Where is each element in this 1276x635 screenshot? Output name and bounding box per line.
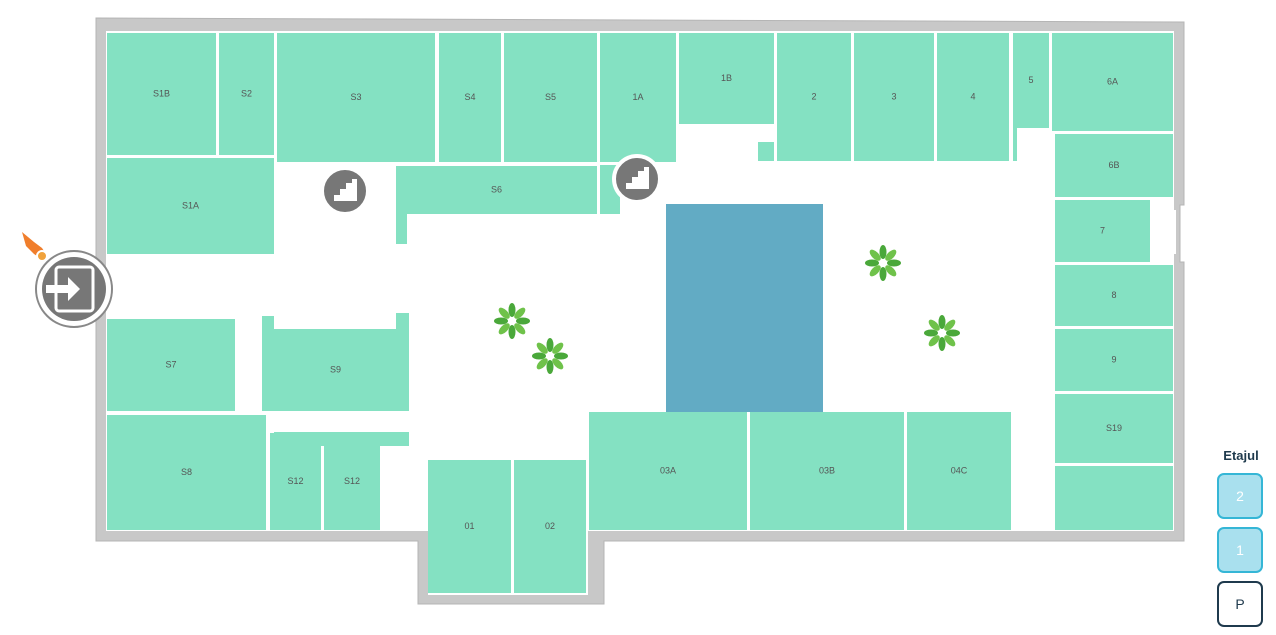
unit-6b[interactable]: 6B: [1055, 134, 1173, 197]
stairs-icon[interactable]: [320, 166, 370, 216]
unit-extra: [1055, 466, 1173, 530]
unit-label: S4: [464, 92, 475, 102]
unit-label: S6: [491, 184, 502, 194]
unit-6a[interactable]: 6A: [1052, 33, 1173, 131]
floor-button-p[interactable]: P: [1217, 581, 1263, 627]
floor-button-2[interactable]: 2: [1217, 473, 1263, 519]
unit-label: 3: [891, 91, 896, 101]
atrium: [666, 204, 823, 412]
unit-label: S3: [350, 92, 361, 102]
unit-label: 5: [1028, 75, 1033, 85]
unit-s1b[interactable]: S1B: [107, 33, 216, 155]
unit-label: 6A: [1107, 76, 1118, 86]
unit-s3[interactable]: S3: [277, 33, 435, 162]
unit-label: S5: [545, 92, 556, 102]
unit-label: 1A: [632, 92, 643, 102]
plant-icon: [494, 303, 530, 339]
unit-label: S1A: [182, 200, 199, 210]
unit-label: 9: [1111, 354, 1116, 364]
unit-s5[interactable]: S5: [504, 33, 597, 162]
unit-extra: [758, 142, 774, 161]
plant-icon: [865, 245, 901, 281]
unit-5[interactable]: 5: [1013, 33, 1049, 128]
unit-label: S12: [344, 476, 360, 486]
unit-label: S7: [165, 359, 176, 369]
unit-label: S9: [330, 364, 341, 374]
unit-label: S12: [287, 476, 303, 486]
unit-1b[interactable]: 1B: [679, 33, 774, 124]
unit-04c[interactable]: 04C: [907, 412, 1011, 530]
plant-icon: [924, 315, 960, 351]
location-pin-icon: [22, 232, 48, 262]
unit-s9[interactable]: S9: [262, 329, 409, 411]
unit-03b[interactable]: 03B: [750, 412, 904, 530]
unit-label: 4: [970, 91, 975, 101]
unit-label: 02: [545, 521, 555, 531]
unit-extra: [262, 316, 274, 411]
unit-8[interactable]: 8: [1055, 265, 1173, 326]
unit-label: 04C: [951, 465, 968, 475]
unit-s19[interactable]: S19: [1055, 394, 1173, 463]
unit-7[interactable]: 7: [1055, 200, 1150, 262]
floor-selector-title: Etajul: [1223, 448, 1259, 463]
unit-label: 03A: [660, 465, 676, 475]
unit-3[interactable]: 3: [854, 33, 934, 161]
unit-label: 01: [464, 521, 474, 531]
unit-s1a[interactable]: S1A: [107, 158, 274, 254]
unit-extra: [274, 432, 409, 446]
unit-s7[interactable]: S7: [107, 319, 235, 411]
unit-2[interactable]: 2: [777, 33, 851, 161]
entrance-icon[interactable]: [35, 250, 113, 328]
unit-s12[interactable]: S12: [270, 433, 321, 530]
stairs-icon[interactable]: [612, 154, 662, 204]
unit-label: 03B: [819, 465, 835, 475]
unit-s6[interactable]: S6: [396, 166, 597, 214]
unit-label: S1B: [153, 88, 170, 98]
unit-extra: [1013, 128, 1017, 161]
unit-01[interactable]: 01: [428, 460, 511, 593]
unit-extra: [396, 313, 409, 333]
unit-1a[interactable]: 1A: [600, 33, 676, 162]
unit-label: 8: [1111, 290, 1116, 300]
plant-icon: [532, 338, 568, 374]
unit-02[interactable]: 02: [514, 460, 586, 593]
unit-s12[interactable]: S12: [324, 433, 380, 530]
unit-9[interactable]: 9: [1055, 329, 1173, 391]
floor-selector: Etajul 2 1 P: [1214, 448, 1268, 635]
unit-label: 6B: [1108, 160, 1119, 170]
unit-s4[interactable]: S4: [439, 33, 501, 162]
unit-label: S2: [241, 88, 252, 98]
unit-label: 7: [1100, 225, 1105, 235]
unit-03a[interactable]: 03A: [589, 412, 747, 530]
floor-button-1[interactable]: 1: [1217, 527, 1263, 573]
unit-s2[interactable]: S2: [219, 33, 274, 155]
unit-4[interactable]: 4: [937, 33, 1009, 161]
unit-s8[interactable]: S8: [107, 415, 266, 530]
unit-label: 2: [811, 91, 816, 101]
unit-label: 1B: [721, 73, 732, 83]
unit-extra: [396, 214, 407, 244]
unit-label: S8: [181, 467, 192, 477]
unit-label: S19: [1106, 423, 1122, 433]
